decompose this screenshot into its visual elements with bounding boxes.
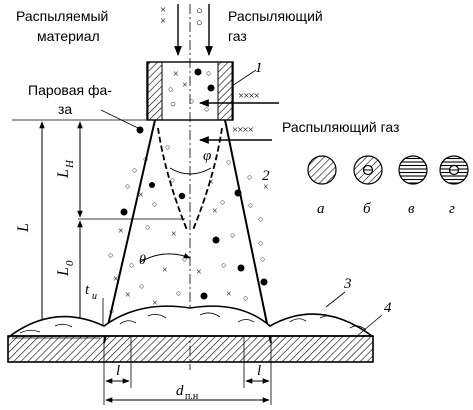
l-left-label: l [116,363,120,379]
svg-text:×: × [196,267,202,278]
svg-text:u: u [92,291,97,302]
particle-type-a-label: а [317,201,325,217]
svg-text:○: ○ [143,154,148,164]
gas-inlet-right: ×××× [199,124,272,144]
svg-text:××××: ×××× [238,90,260,102]
svg-text:п.н: п.н [185,391,199,402]
particle-type-legend: а б в г [307,155,469,217]
svg-text:○: ○ [168,84,173,94]
L-label: L [15,223,32,233]
svg-text:○: ○ [230,230,235,240]
svg-text:○: ○ [125,181,130,191]
svg-text:0: 0 [64,260,76,266]
svg-text:○: ○ [109,306,114,316]
svg-text:○: ○ [108,250,113,260]
LH-label: L Н [55,159,76,179]
svg-text:○: ○ [145,222,150,232]
svg-text:○: ○ [258,214,263,224]
svg-text:○: ○ [196,17,203,29]
label-3: 3 [343,276,352,292]
particle-type-d-label: г [449,201,455,217]
svg-text:○: ○ [189,96,194,106]
atomizing-gas-label-top: Распыляющий [228,8,323,24]
svg-text:○: ○ [165,142,170,152]
bottom-dimensions [103,336,272,405]
phi-angle-label: φ [203,148,211,164]
svg-text:○: ○ [170,175,175,185]
svg-text:○: ○ [132,165,137,175]
svg-text:×: × [160,15,166,27]
svg-text:L: L [55,169,72,179]
svg-text:○: ○ [204,104,209,114]
svg-text:×: × [208,177,214,188]
svg-text:×: × [125,290,131,301]
particle-type-a [307,155,337,185]
label-4: 4 [384,300,392,316]
svg-text:○: ○ [139,281,144,291]
svg-text:○: ○ [258,238,263,248]
svg-text:×: × [162,265,168,276]
svg-text:○: ○ [170,99,176,110]
svg-text:○: ○ [220,197,225,207]
svg-text:×: × [160,4,166,16]
svg-text:○: ○ [176,288,181,298]
atomizing-gas-label-top-line2: газ [228,28,247,44]
l-right-label: l [257,363,261,379]
svg-text:×: × [182,80,188,91]
svg-text:×: × [226,289,232,300]
svg-text:○: ○ [260,254,265,264]
label-2: 2 [262,168,270,184]
deposit-layer [7,305,375,337]
atomizing-gas-label-right: Распыляющий газ [282,119,399,135]
particle-type-b [353,155,383,185]
svg-text:×: × [152,298,158,309]
dimension-lines [12,119,185,339]
particle-type-d [439,155,469,185]
spray-nozzle: × ○ ○ × ○ ○ ○ [146,61,234,121]
svg-text:○: ○ [182,254,187,264]
svg-text:××××: ×××× [232,124,254,136]
svg-text:×: × [263,182,269,193]
svg-text:○: ○ [226,157,231,167]
svg-text:○: ○ [196,5,203,17]
svg-text:×: × [118,226,124,237]
svg-text:×: × [113,274,119,285]
label-1: 1 [255,60,263,76]
particle-type-c [398,155,428,185]
svg-text:○: ○ [247,172,252,182]
svg-text:×: × [138,190,144,201]
spray-cone [103,119,272,344]
svg-text:○: ○ [243,293,248,303]
vapor-phase-label: Паровая фа- [28,82,112,98]
substrate [7,335,374,363]
vapor-phase-label-line2: за [58,101,72,117]
svg-text:○: ○ [129,260,134,270]
gas-inlet-nozzle: ×××× [199,90,279,107]
sprayed-material-label: Распыляемый [16,8,108,24]
sprayed-material-label-line2: материал [37,28,100,44]
svg-text:L: L [55,267,72,277]
svg-text:×: × [212,206,218,217]
svg-text:×: × [173,69,179,80]
dpn-label: d п.н [176,383,199,402]
svg-text:○: ○ [221,260,226,270]
svg-text:○: ○ [206,68,211,78]
svg-text:Н: Н [64,159,76,169]
particle-type-b-label: б [363,201,371,217]
svg-text:○: ○ [152,199,157,209]
svg-text:d: d [176,383,184,399]
svg-text:○: ○ [248,200,253,210]
material-inflow: × × ○ ○ [160,4,213,56]
particle-type-c-label: в [408,201,415,217]
theta-angle-label: θ [139,253,146,268]
L0-label: L 0 [55,260,76,277]
svg-text:t: t [85,282,90,298]
svg-text:×: × [171,229,177,240]
